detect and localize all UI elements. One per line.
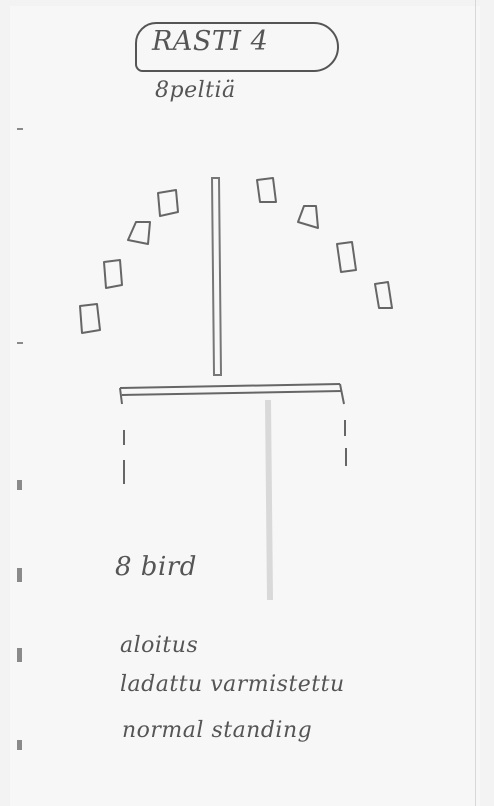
steel-plate <box>128 222 150 244</box>
divider-wall <box>212 178 221 375</box>
steel-plate <box>257 178 276 202</box>
steel-plate <box>375 282 392 308</box>
plate-group-left <box>80 190 178 333</box>
steel-plate <box>298 206 318 228</box>
note-start: aloitus <box>120 633 198 658</box>
steel-plate <box>158 190 178 216</box>
note-stance: normal standing <box>122 718 312 743</box>
steel-plate <box>80 304 100 333</box>
steel-plate <box>337 242 356 272</box>
plate-group-right <box>257 178 392 308</box>
note-bird: 8 bird <box>115 552 197 582</box>
note-loaded: ladattu varmistettu <box>120 672 345 697</box>
shooting-box <box>120 384 346 484</box>
steel-plate <box>104 260 122 288</box>
bleed-through <box>268 400 270 600</box>
